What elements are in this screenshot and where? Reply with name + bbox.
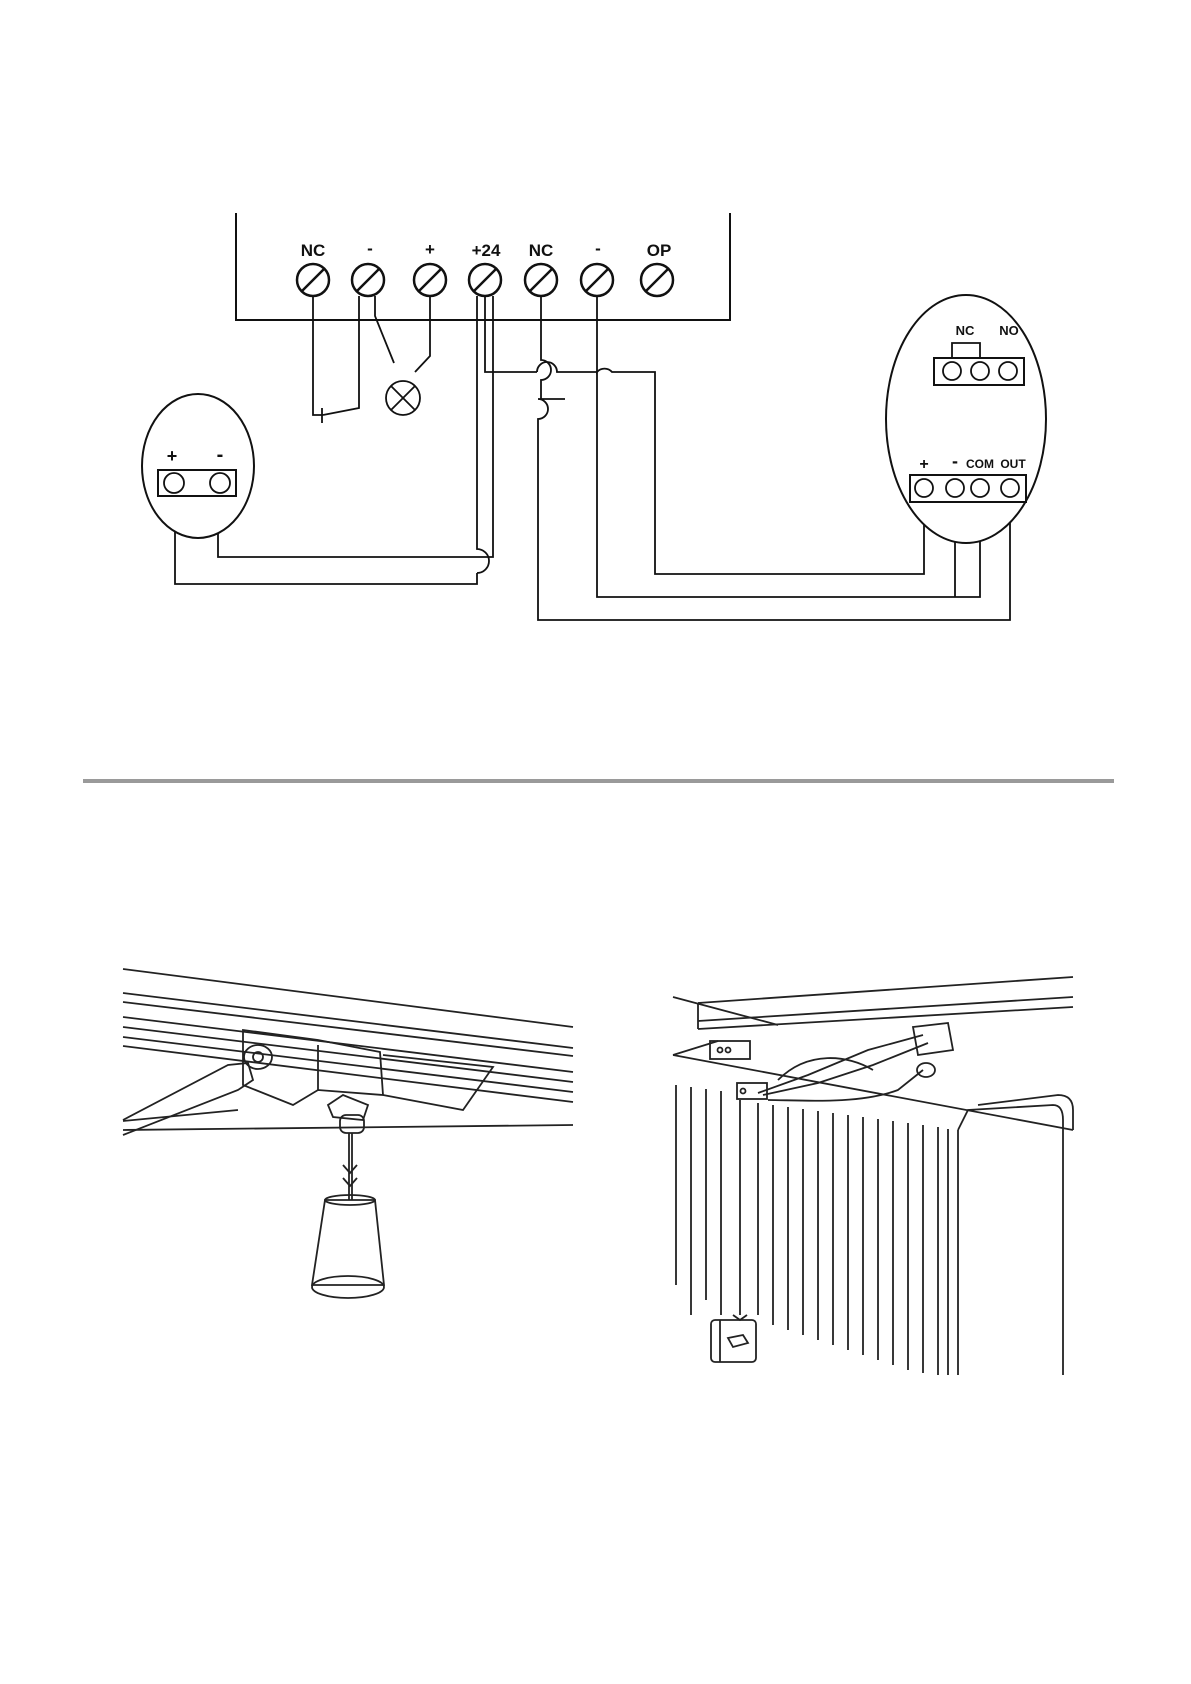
terminal-label-op: OP [647, 241, 672, 260]
left-device-plus-label: + [167, 446, 178, 466]
terminal-label-nc-2: NC [529, 241, 554, 260]
right-device-com-label: COM [966, 457, 994, 471]
screw-terminal-icon [581, 264, 613, 296]
screw-terminal-icon [469, 264, 501, 296]
screw-terminals [297, 264, 673, 296]
pendant-weight-icon [312, 1195, 384, 1298]
weight-mounted-on-track-illustration [118, 955, 598, 1375]
screw-terminal-icon [352, 264, 384, 296]
left-device-minus-label: - [217, 444, 224, 466]
wires [175, 296, 1010, 620]
right-device-minus-label: - [952, 451, 958, 471]
right-device: NC NO + - COM OUT [886, 295, 1046, 543]
terminal-label-plus: + [425, 240, 435, 259]
section-divider [83, 779, 1114, 783]
curtain-track-with-hanging-weight-illustration [658, 955, 1078, 1385]
screw-terminal-icon [414, 264, 446, 296]
screw-terminal-icon [641, 264, 673, 296]
right-device-plus-label: + [919, 456, 928, 473]
right-device-nc-label: NC [956, 323, 975, 338]
wiring-diagram: NC - + +24 NC - OP [0, 0, 1191, 700]
right-device-no-label: NO [999, 323, 1019, 338]
screw-terminal-icon [525, 264, 557, 296]
terminal-label-minus-1: - [367, 239, 373, 258]
screw-terminal-icon [297, 264, 329, 296]
lamp-icon [386, 381, 420, 415]
terminal-label-nc-1: NC [301, 241, 326, 260]
hanging-weight-icon [711, 1315, 756, 1362]
terminal-label-minus-2: - [595, 239, 601, 258]
right-device-out-label: OUT [1000, 457, 1026, 471]
terminal-label-plus24: +24 [472, 241, 501, 260]
left-device: + - [142, 394, 254, 538]
